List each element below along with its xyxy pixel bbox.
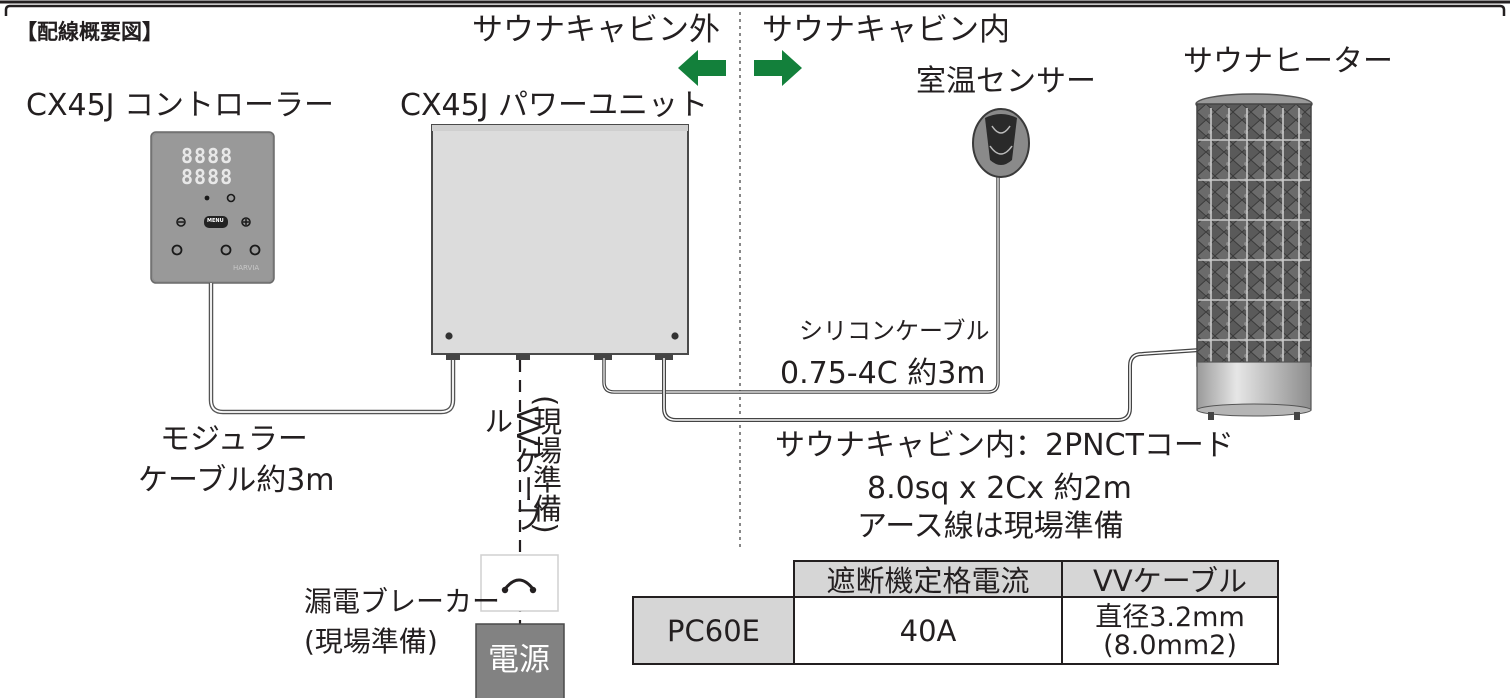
screw-icon [445,332,453,340]
controller-label: CX45J コントローラー [26,88,335,123]
power-source-box [475,623,565,698]
modular-cable [208,283,456,415]
sauna-heater [1195,93,1313,420]
table-header-vv: VVケーブル [1093,564,1247,598]
controller-display-top: 8888 [181,144,234,168]
heater-cord-label-line1: サウナキャビン内：2PNCTコード [775,428,1234,463]
table-cell-model: PC60E [667,613,760,648]
sensor-label: 室温センサー [916,64,1096,99]
silicone-cable-label-line2: 0.75-4C 約3m [780,356,986,391]
outside-cabin-label: サウナキャビン外 [472,12,720,48]
power-unit-box [431,124,689,360]
controller-menu-button-icon [204,216,228,228]
controller-minus-icon [176,217,186,227]
clock-icon [226,193,236,203]
controller-device: HARVIA [150,131,275,284]
heater-cord-label-line3: アース線は現場準備 [857,509,1124,544]
table-header-current: 遮断機定格電流 [826,564,1030,598]
table-cell-vv-line1: 直径3.2mm [1095,601,1245,633]
arrow-left-icon [678,50,726,86]
thermometer-icon [204,195,210,201]
breaker-label-line1: 漏電ブレーカー [304,585,501,618]
heater-cord-label-line2: 8.0sq x 2Cx 約2m [867,471,1132,506]
table-cell-current: 40A [899,613,957,648]
controller-display-bottom: 8888 [181,165,234,189]
vv-cable-label-line2: (現場準備) [528,395,563,534]
power-unit-label: CX45J パワーユニット [400,88,709,123]
room-temperature-sensor [972,108,1030,178]
power-button-icon [171,244,261,256]
power-source-label: 電源 [488,642,550,678]
vv-cable-label-line1: VVケーブル [479,406,544,533]
controller-plus-icon [241,217,251,227]
controller-brand-mark: HARVIA [233,264,259,272]
frame-top-border [0,0,1510,16]
heater-label: サウナヒーター [1183,44,1393,79]
breaker-label-line2: (現場準備) [304,625,438,658]
breaker-switch [480,554,559,612]
silicone-cable-label-line1: シリコンケーブル [799,317,990,345]
screw-icon [671,332,679,340]
controller-menu-button: MENU [207,218,224,224]
spec-table-grid [632,560,1279,665]
modular-cable-label-line2: ケーブル約3m [138,463,335,498]
modular-cable-label-line1: モジュラー [160,422,308,457]
table-cell-vv-line2: (8.0mm2) [1103,629,1237,661]
inside-cabin-label: サウナキャビン内 [762,12,1010,48]
arrow-right-icon [754,50,802,86]
diagram-title: 【配線概要図】 [16,20,163,44]
